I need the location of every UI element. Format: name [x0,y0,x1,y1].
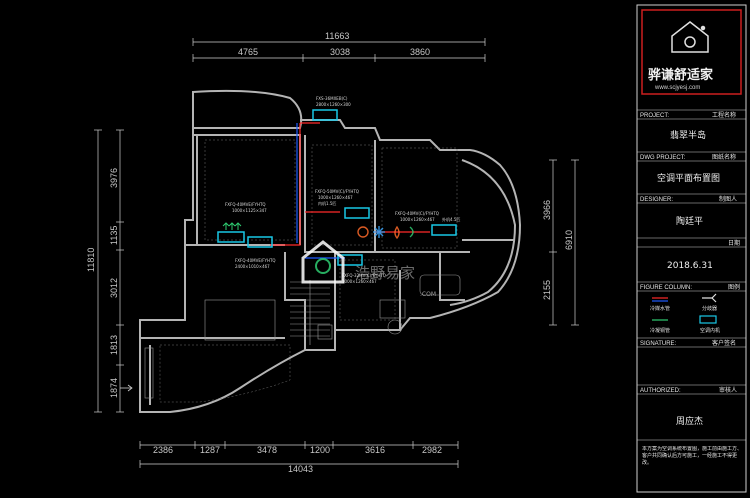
signature-label-en: SIGNATURE: [640,341,677,347]
right-seg-dim-1: 3966 [542,200,552,220]
date-value: 2018.6.31 [667,261,713,271]
top-dimension-group [192,38,486,62]
watermark: 浩野易家 .COM [301,225,436,298]
legend-item-3: 冷凝铜管 [650,327,670,334]
watermark-text: 浩野易家 [355,264,415,282]
ac-label-lower-size: 1000×1260×467 [342,279,377,284]
section-marker-icon [120,384,133,392]
ac-label-bedroom-size: 1000×1125×347 [232,208,267,213]
watermark-url: .COM [420,291,436,298]
bottom-total-dim: 14043 [288,464,313,474]
project-label-cn: 工程名称 [712,111,736,119]
bottom-seg-dim-6: 2982 [422,445,442,455]
top-total-dim: 11663 [325,31,349,41]
ac-label-bedroom-model: FXFQ-40MVE/FYHTQ [225,202,266,207]
left-seg-dim-1: 3976 [109,168,119,188]
authorized-label-cn: 审核人 [719,386,737,394]
left-dim-labels: 11810 3976 1135 3012 1813 1874 [86,168,119,398]
dwg-label-cn: 图纸名称 [712,153,736,161]
bottom-seg-dim-5: 3616 [365,445,385,455]
right-seg-dim-2: 2155 [542,280,552,300]
legend-symbols [652,293,717,324]
bottom-seg-dim-1: 2386 [153,445,173,455]
ac-label-top-size: 2800×1260×300 [316,102,351,107]
ac-unit-top [312,109,338,121]
ac-unit-bedroom-left [217,231,245,243]
right-total-dim: 6910 [564,230,574,250]
date-label-cn: 日期 [728,239,740,247]
logo-frame [641,9,742,95]
ac-unit-living-left [247,236,273,248]
ac-label-top-model: FXS-36MXEB(C) [316,96,348,101]
top-seg-dim-3: 3860 [410,47,430,57]
legend-label-cn: 图例 [728,283,740,291]
right-dimension-group [549,159,579,326]
logo-house-icon [671,21,709,53]
ac-label-right-size: 1000×1260×467 [400,217,435,222]
airflow-arrows [222,222,242,230]
top-seg-dim-2: 3038 [330,47,350,57]
ac-unit-center-lower [337,254,363,266]
left-total-dim: 11810 [86,248,96,272]
balcony-top-left [192,89,303,129]
title-block-note: 本方案为空调系统布置图，施工前由施工方、客户共同确认后方可施工，一经施工不得更改… [642,446,742,466]
left-seg-dim-4: 1813 [109,335,119,355]
ac-label-center-size: 1000×1260×467 [318,195,353,200]
bottom-seg-dim-3: 3478 [257,445,277,455]
authorized-value: 周应杰 [676,415,703,427]
ac-label-living-size: 2400×1010×467 [235,264,270,269]
bottom-seg-dim-4: 1200 [310,445,330,455]
ac-label-right-note: 外机4.5匹 [442,216,460,222]
ac-unit-right [431,224,457,236]
project-value: 翡翠半岛 [670,129,706,141]
left-seg-dim-5: 1874 [109,378,119,398]
watermark-house-icon [301,240,345,284]
ac-label-right-model: FXFQ-40MV(C)/FYHTQ [395,211,439,216]
left-dimension-group [94,129,124,413]
title-block-frame [636,4,747,493]
authorized-label-en: AUTHORIZED: [640,388,681,394]
bottom-dimension-group [139,441,459,468]
ac-label-center-note: 内机1.5匹 [318,200,336,206]
legend-item-1: 冷媒水管 [650,305,670,312]
left-seg-dim-3: 3012 [109,278,119,298]
designer-label-en: DESIGNER: [640,197,673,203]
legend-item-2: 分歧器 [702,305,717,312]
left-seg-dim-2: 1135 [109,226,119,245]
designer-label-cn: 制图人 [719,195,737,203]
walls [139,89,522,413]
legend-item-4: 空调内机 [700,327,720,334]
stair-hatch [290,280,330,345]
top-seg-dim-1: 4765 [238,47,258,57]
ac-label-lower-model: FXFQ-32MV(C)/FYHTQ [342,273,386,278]
ac-unit-center [344,207,370,219]
room-dashed-outlines [159,139,458,403]
ac-units [217,109,457,266]
project-label-en: PROJECT: [640,113,669,119]
designer-value: 陶廷平 [676,215,703,227]
logo-url: www.scjyesj.com [654,85,700,91]
ac-label-center-model: FXFQ-50MV(C)/FYHTQ [315,189,359,194]
legend-label-en: FIGURE COLUMN: [640,285,692,291]
bottom-seg-dim-2: 1287 [200,445,220,455]
dwg-label-en: DWG PROJECT: [640,155,686,161]
logo-text: 骅谦舒适家 [648,67,714,83]
signature-label-cn: 客户签名 [712,339,736,347]
ac-label-living-model: FXFQ-40MVE/FYHTQ [235,258,276,263]
fixtures [144,274,461,399]
dwg-value: 空调平面布置图 [657,172,720,184]
title-block: 骅谦舒适家 www.scjyesj.com PROJECT: 工程名称 翡翠半岛… [636,4,747,493]
watermark-climate-icons [357,225,414,240]
